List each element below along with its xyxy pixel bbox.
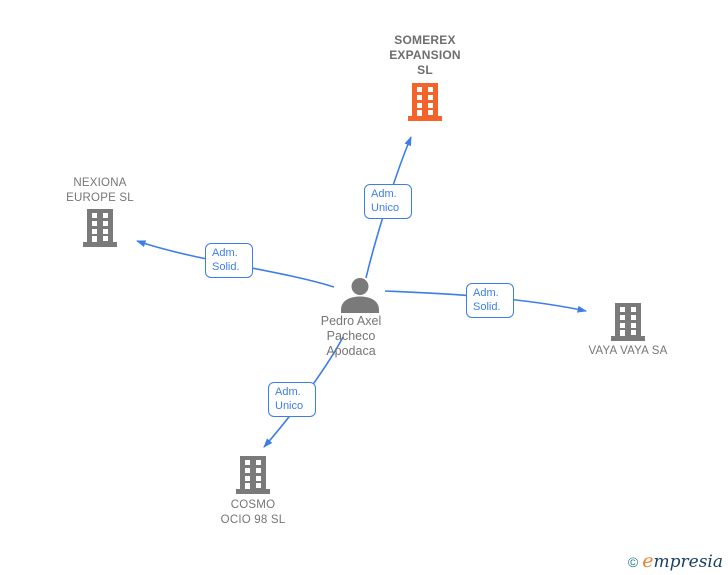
building-icon-somerex[interactable]	[407, 83, 443, 121]
edge-label-adm-solid-left: Adm. Solid.	[205, 243, 253, 278]
company-node-vaya[interactable]: VAYA VAYA SA	[578, 344, 678, 359]
edge-label-adm-unico-top: Adm. Unico	[364, 184, 412, 219]
building-icon-cosmo[interactable]	[235, 456, 271, 494]
company-label: VAYA VAYA SA	[588, 345, 668, 357]
edge-label-adm-solid-right: Adm. Solid.	[466, 283, 514, 318]
person-icon[interactable]	[338, 277, 382, 313]
copyright-icon: ©	[627, 554, 639, 570]
building-icon-vaya[interactable]	[610, 303, 646, 341]
empresia-logo[interactable]: © empresia	[628, 550, 723, 572]
building-icon-nexiona[interactable]	[82, 209, 118, 247]
brand-wordmark: empresia	[642, 550, 723, 572]
edge-label-adm-unico-bottom: Adm. Unico	[268, 382, 316, 417]
